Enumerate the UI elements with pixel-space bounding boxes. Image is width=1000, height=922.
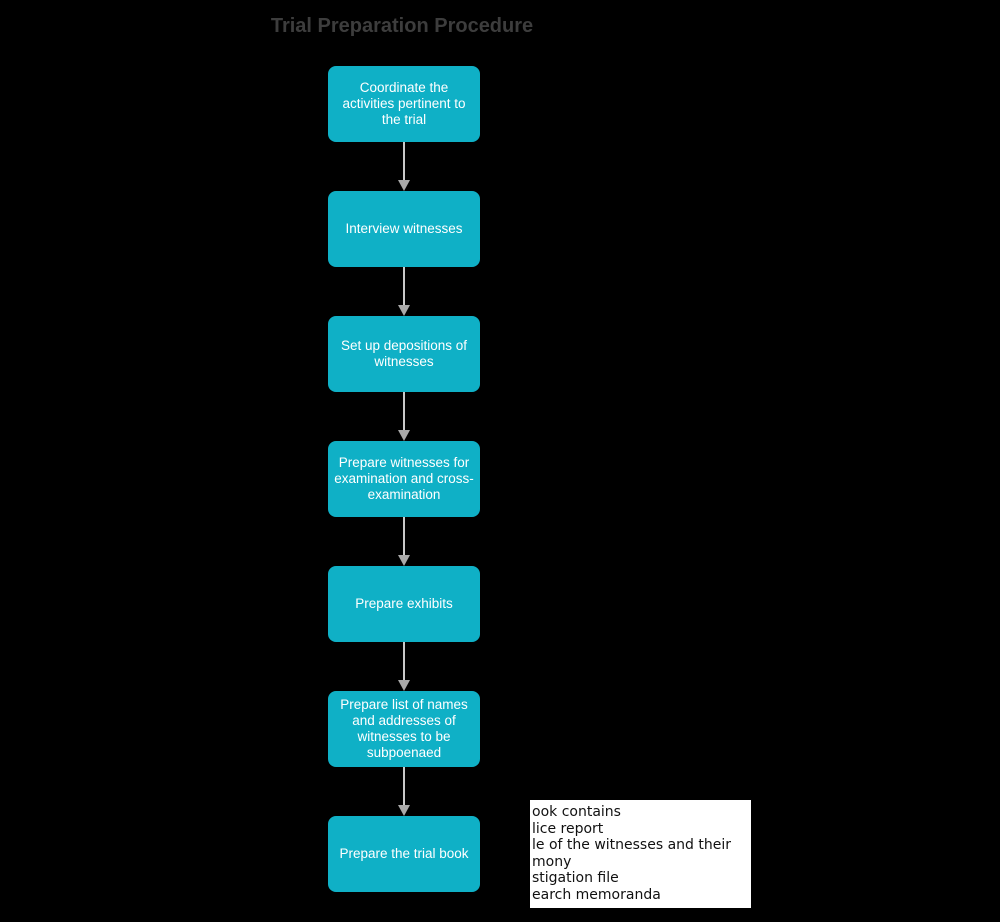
node-prepare-witness-list: Prepare list of names and addresses of w… [328,691,480,767]
diagram-title: Trial Preparation Procedure [270,15,534,37]
note-line: ook contains [532,804,621,820]
node-coordinate-activities: Coordinate the activities pertinent to t… [328,66,480,142]
arrow-down-icon [398,517,410,566]
node-label: Interview witnesses [345,221,463,236]
node-label: Prepare the trial book [339,846,469,861]
note-box: ook contains lice report le of the witne… [530,800,751,908]
arrow-down-icon [398,767,410,816]
node-label: Prepare witnesses for examination and cr… [334,455,474,502]
node-interview-witnesses: Interview witnesses [328,191,480,267]
node-prepare-trial-book: Prepare the trial book [328,816,480,892]
note-line: stigation file [532,870,619,886]
arrow-down-icon [398,642,410,691]
note-line: le of the witnesses and their [532,837,731,853]
node-label: Prepare list of names and addresses of w… [340,697,468,760]
node-prepare-exhibits: Prepare exhibits [328,566,480,642]
note-line: mony [532,853,572,870]
node-prepare-witnesses-examination: Prepare witnesses for examination and cr… [328,441,480,517]
node-label: Coordinate the activities pertinent to t… [342,80,466,127]
node-setup-depositions: Set up depositions of witnesses [328,316,480,392]
node-label: Set up depositions of witnesses [340,338,468,369]
arrow-down-icon [398,142,410,191]
node-label: Prepare exhibits [355,596,453,611]
note-line: earch memoranda [532,886,661,903]
arrow-down-icon [398,392,410,441]
arrow-down-icon [398,267,410,316]
note-line: lice report [532,820,604,837]
